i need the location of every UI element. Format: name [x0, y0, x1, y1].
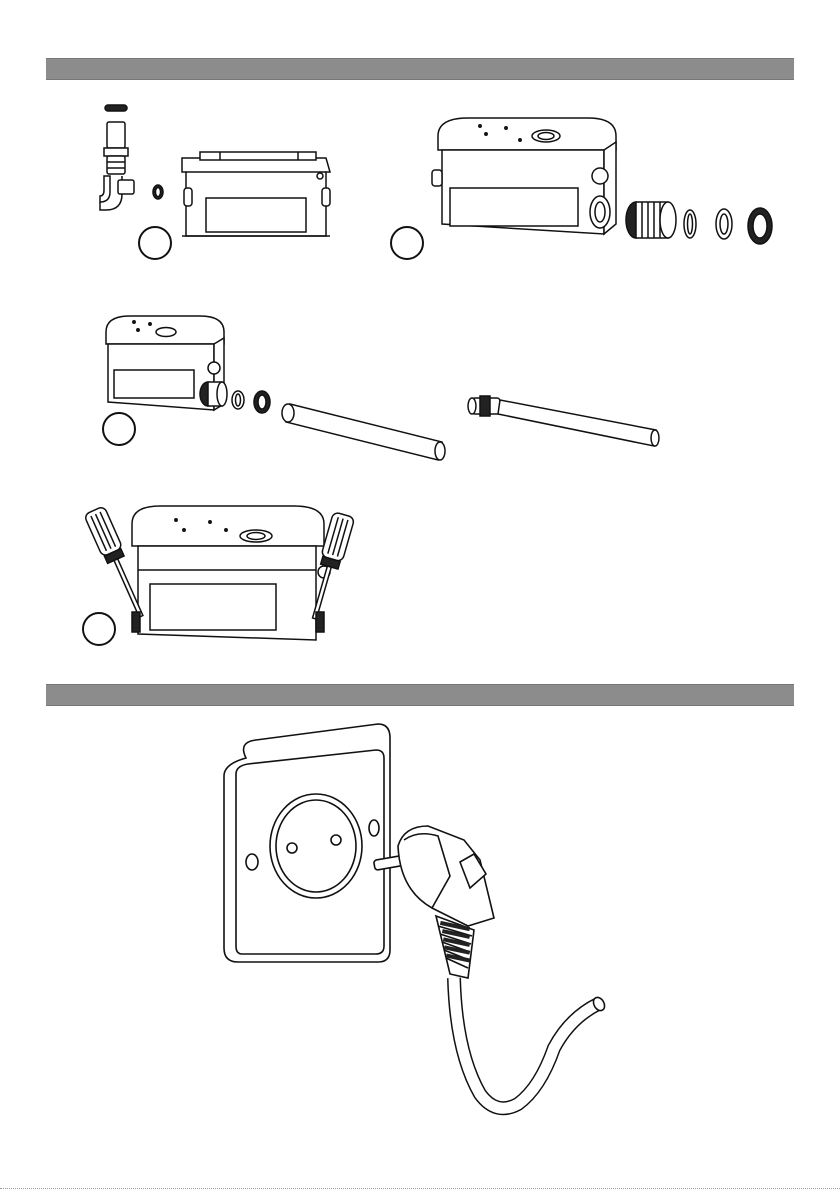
step-2-marker: [390, 226, 424, 260]
wall-socket-with-plug-illustration: [218, 722, 618, 1122]
pump-unit-with-adapter-fittings-illustration: [428, 112, 788, 252]
section-bar-installation: [46, 58, 794, 80]
section-bar-power-connection: [46, 684, 794, 706]
page-bottom-edge: [0, 1188, 840, 1189]
check-valve-and-pump-unit-illustration: [90, 100, 350, 250]
pump-unit-with-screwdrivers-illustration: [76, 500, 366, 650]
pump-unit-with-pipes-illustration: [100, 312, 670, 462]
step-3-marker: [102, 412, 136, 446]
step-1-marker: [138, 226, 172, 260]
step-4-marker: [82, 612, 116, 646]
